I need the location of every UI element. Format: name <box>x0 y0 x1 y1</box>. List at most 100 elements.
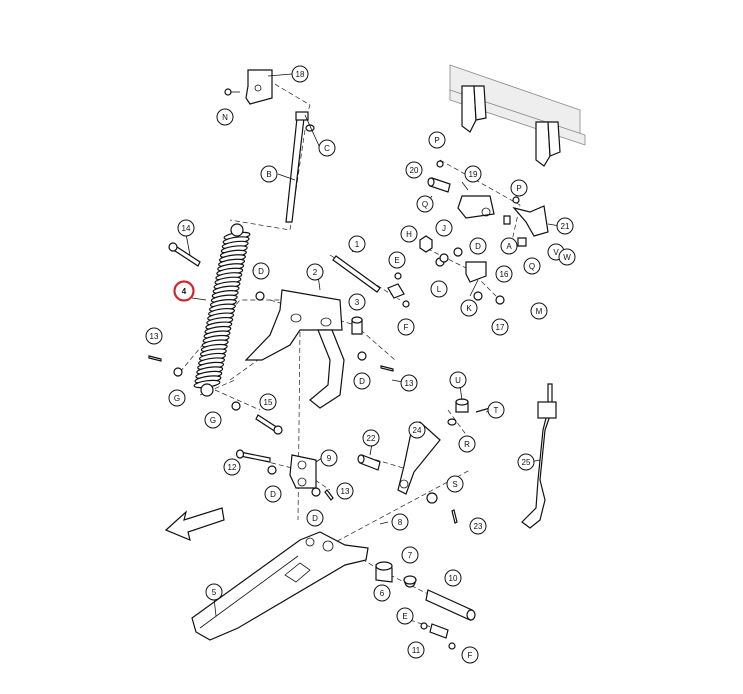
callout-label: 18 <box>296 70 305 79</box>
callout-label: 14 <box>182 224 191 233</box>
callout-label: 5 <box>212 588 217 597</box>
callout-c17: 17 <box>491 318 509 336</box>
callout-label: 19 <box>469 170 478 179</box>
callout-c16: 16 <box>495 265 513 283</box>
upper-right-assembly <box>449 64 586 167</box>
bolt-15 <box>255 414 283 435</box>
callout-c11: 11 <box>407 641 425 659</box>
callout-c20: 20 <box>405 161 423 179</box>
callout-label: 12 <box>228 463 237 472</box>
callout-cP2: P <box>510 179 528 197</box>
callout-label: 9 <box>327 454 332 463</box>
bracket-18 <box>224 69 273 105</box>
callout-label: D <box>359 377 365 386</box>
callout-label: V <box>553 248 559 257</box>
callout-cE1: E <box>388 251 406 269</box>
callout-cQ2: Q <box>523 257 541 275</box>
callout-label: J <box>442 224 446 233</box>
callout-label: Q <box>422 200 428 209</box>
callout-cC: C <box>318 139 336 157</box>
callout-label: D <box>270 490 276 499</box>
callout-c23: 23 <box>469 517 487 535</box>
frame-5 <box>191 531 369 641</box>
callout-label: 22 <box>367 434 376 443</box>
hex-parts <box>419 160 527 263</box>
callout-cJ: J <box>435 219 453 237</box>
callout-label: G <box>210 416 216 425</box>
callout-cR: R <box>458 435 476 453</box>
spacer-3 <box>351 316 363 335</box>
callout-label: 4 <box>182 287 187 296</box>
spring-hook <box>230 223 244 237</box>
callout-label: F <box>404 323 409 332</box>
callout-cU: U <box>449 371 467 389</box>
callout-label: M <box>536 307 543 316</box>
callout-c21: 21 <box>556 217 574 235</box>
callout-label: 3 <box>355 298 360 307</box>
callout-label: C <box>324 144 330 153</box>
callout-cF2: F <box>461 646 479 664</box>
direction-arrow <box>164 507 225 542</box>
parts-UTR <box>447 398 491 426</box>
callout-label: P <box>516 184 521 193</box>
callout-cG1: G <box>168 389 186 407</box>
callout-label: D <box>312 514 318 523</box>
bolt-14 <box>168 242 201 267</box>
callout-label: 11 <box>412 646 421 655</box>
callout-label: E <box>394 256 399 265</box>
rod-1 <box>332 255 381 293</box>
callout-label: E <box>402 612 407 621</box>
callout-label: R <box>464 440 470 449</box>
spacer-22 <box>357 454 381 471</box>
callout-label: N <box>222 113 228 122</box>
callout-label: 13 <box>150 332 159 341</box>
callout-label: K <box>466 304 472 313</box>
callout-label: L <box>437 285 442 294</box>
spring-hook <box>200 383 214 397</box>
link-9 <box>289 454 317 489</box>
callout-label: 2 <box>313 268 318 277</box>
callout-label: B <box>266 170 271 179</box>
callout-cN: N <box>216 108 234 126</box>
mechanism-20-19-21-16 <box>427 177 549 297</box>
callout-c13c: 13 <box>336 482 354 500</box>
callout-c8: 8 <box>391 513 409 531</box>
callout-c7: 7 <box>401 546 419 564</box>
callout-label: G <box>174 394 180 403</box>
callout-c6: 6 <box>373 584 391 602</box>
callout-c18: 18 <box>291 65 309 83</box>
callout-c19: 19 <box>464 165 482 183</box>
clip-top <box>387 272 410 308</box>
callout-c12: 12 <box>223 458 241 476</box>
callout-c13b: 13 <box>400 374 418 392</box>
callout-cD4: D <box>264 485 282 503</box>
callout-cP1: P <box>428 131 446 149</box>
leader-lines <box>185 73 561 617</box>
callout-cB: B <box>260 165 278 183</box>
callout-label: P <box>434 136 439 145</box>
callout-label: 7 <box>408 551 413 560</box>
callout-c4: 4 <box>173 280 195 302</box>
callout-cE2: E <box>396 607 414 625</box>
parts-6-7-10 <box>375 561 476 621</box>
bolt-12 <box>235 449 271 463</box>
callout-cG2: G <box>204 411 222 429</box>
callout-cD2: D <box>353 372 371 390</box>
callout-label: T <box>494 406 499 415</box>
callout-label: 16 <box>500 270 509 279</box>
callout-label: D <box>258 267 264 276</box>
callout-c25: 25 <box>517 453 535 471</box>
callout-label: S <box>452 480 457 489</box>
callout-c15: 15 <box>259 393 277 411</box>
callout-c24: 24 <box>408 421 426 439</box>
callout-label: 10 <box>449 574 458 583</box>
callout-label: 23 <box>474 522 483 531</box>
callout-c5: 5 <box>205 583 223 601</box>
callout-label: 25 <box>522 458 531 467</box>
callout-cL: L <box>430 280 448 298</box>
callout-cK: K <box>460 299 478 317</box>
callout-label: 13 <box>405 379 414 388</box>
